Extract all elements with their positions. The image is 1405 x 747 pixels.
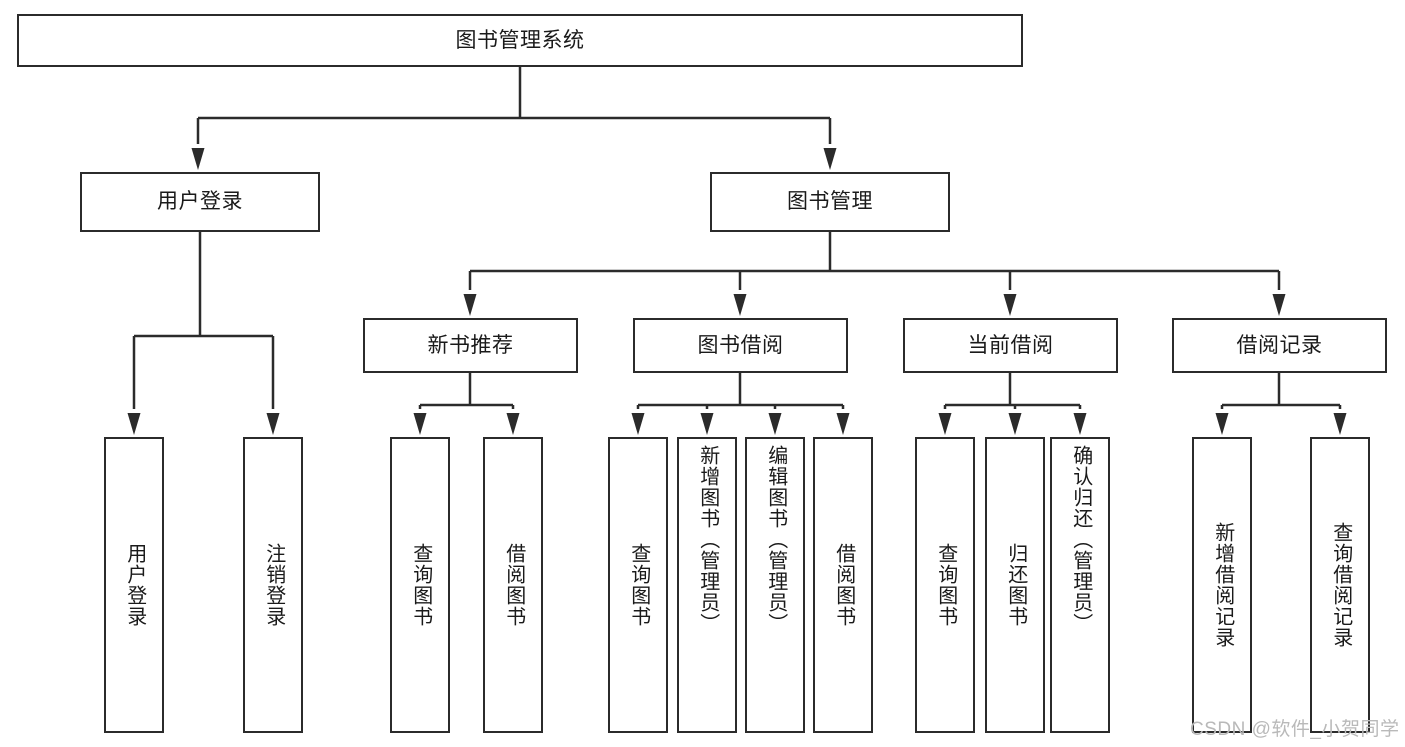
node-leaf-user-login-label: 用户登录 — [123, 543, 146, 627]
node-leaf-add-book[interactable]: 新增图书（管理员） — [677, 437, 737, 733]
node-book-manage-label: 图书管理 — [787, 190, 873, 214]
node-leaf-logout[interactable]: 注销登录 — [243, 437, 303, 733]
arrow-leaf-query-record-head — [1333, 413, 1347, 435]
node-root-label: 图书管理系统 — [455, 28, 585, 52]
node-leaf-query-record[interactable]: 查询借阅记录 — [1310, 437, 1370, 733]
arrow-book-borrow-head — [733, 294, 747, 316]
node-leaf-edit-book[interactable]: 编辑图书（管理员） — [745, 437, 805, 733]
arrow-book-manage-head — [823, 148, 837, 170]
node-leaf-return-book[interactable]: 归还图书 — [985, 437, 1045, 733]
node-leaf-borrow-book-rec-label: 借阅图书 — [502, 543, 525, 627]
watermark-text: CSDN @软件_小贺同学 — [1190, 719, 1400, 740]
node-leaf-borrow-book[interactable]: 借阅图书 — [813, 437, 873, 733]
node-leaf-confirm-return[interactable]: 确认归还（管理员） — [1050, 437, 1110, 733]
node-borrow-record-label: 借阅记录 — [1236, 333, 1323, 357]
node-book-manage[interactable]: 图书管理 — [710, 172, 950, 232]
arrow-leaf-query-book-rec-head — [413, 413, 427, 435]
node-leaf-query-record-label: 查询借阅记录 — [1329, 522, 1352, 648]
node-current-borrow[interactable]: 当前借阅 — [903, 318, 1118, 373]
arrow-leaf-return-book-head — [1008, 413, 1022, 435]
arrow-new-book-rec-head — [463, 294, 477, 316]
arrow-leaf-borrow-book-head — [836, 413, 850, 435]
node-leaf-query-book-rec-label: 查询图书 — [409, 543, 432, 627]
node-leaf-add-record-label: 新增借阅记录 — [1211, 522, 1234, 648]
arrow-leaf-query-book-current-head — [938, 413, 952, 435]
node-leaf-logout-label: 注销登录 — [262, 543, 285, 627]
arrow-leaf-edit-book-head — [768, 413, 782, 435]
arrow-borrow-record-head — [1272, 294, 1286, 316]
node-leaf-add-record[interactable]: 新增借阅记录 — [1192, 437, 1252, 733]
arrow-leaf-borrow-book-rec-head — [506, 413, 520, 435]
node-new-book-rec-label: 新书推荐 — [427, 333, 514, 357]
node-book-borrow-label: 图书借阅 — [697, 333, 784, 357]
node-leaf-query-book-rec[interactable]: 查询图书 — [390, 437, 450, 733]
node-leaf-query-book-borrow[interactable]: 查询图书 — [608, 437, 668, 733]
node-leaf-borrow-book-rec[interactable]: 借阅图书 — [483, 437, 543, 733]
node-user-login-label: 用户登录 — [157, 190, 243, 214]
arrow-current-borrow-head — [1003, 294, 1017, 316]
node-leaf-confirm-return-label: 确认归还（管理员） — [1069, 445, 1092, 634]
arrow-user-login-head — [191, 148, 205, 170]
node-leaf-borrow-book-label: 借阅图书 — [832, 543, 855, 627]
node-leaf-query-book-current-label: 查询图书 — [934, 543, 957, 627]
node-new-book-rec[interactable]: 新书推荐 — [363, 318, 578, 373]
node-leaf-query-book-current[interactable]: 查询图书 — [915, 437, 975, 733]
arrow-leaf-confirm-return-head — [1073, 413, 1087, 435]
node-current-borrow-label: 当前借阅 — [967, 333, 1054, 357]
node-leaf-user-login[interactable]: 用户登录 — [104, 437, 164, 733]
node-leaf-edit-book-label: 编辑图书（管理员） — [764, 445, 787, 634]
arrow-leaf-user-login-head — [127, 413, 141, 435]
arrow-leaf-add-book-head — [700, 413, 714, 435]
arrow-leaf-logout-head — [266, 413, 280, 435]
node-leaf-add-book-label: 新增图书（管理员） — [696, 445, 719, 634]
node-borrow-record[interactable]: 借阅记录 — [1172, 318, 1387, 373]
node-leaf-return-book-label: 归还图书 — [1004, 543, 1027, 627]
arrow-leaf-add-record-head — [1215, 413, 1229, 435]
node-leaf-query-book-borrow-label: 查询图书 — [627, 543, 650, 627]
node-root[interactable]: 图书管理系统 — [17, 14, 1023, 67]
arrow-leaf-query-book-borrow-head — [631, 413, 645, 435]
node-book-borrow[interactable]: 图书借阅 — [633, 318, 848, 373]
node-user-login[interactable]: 用户登录 — [80, 172, 320, 232]
